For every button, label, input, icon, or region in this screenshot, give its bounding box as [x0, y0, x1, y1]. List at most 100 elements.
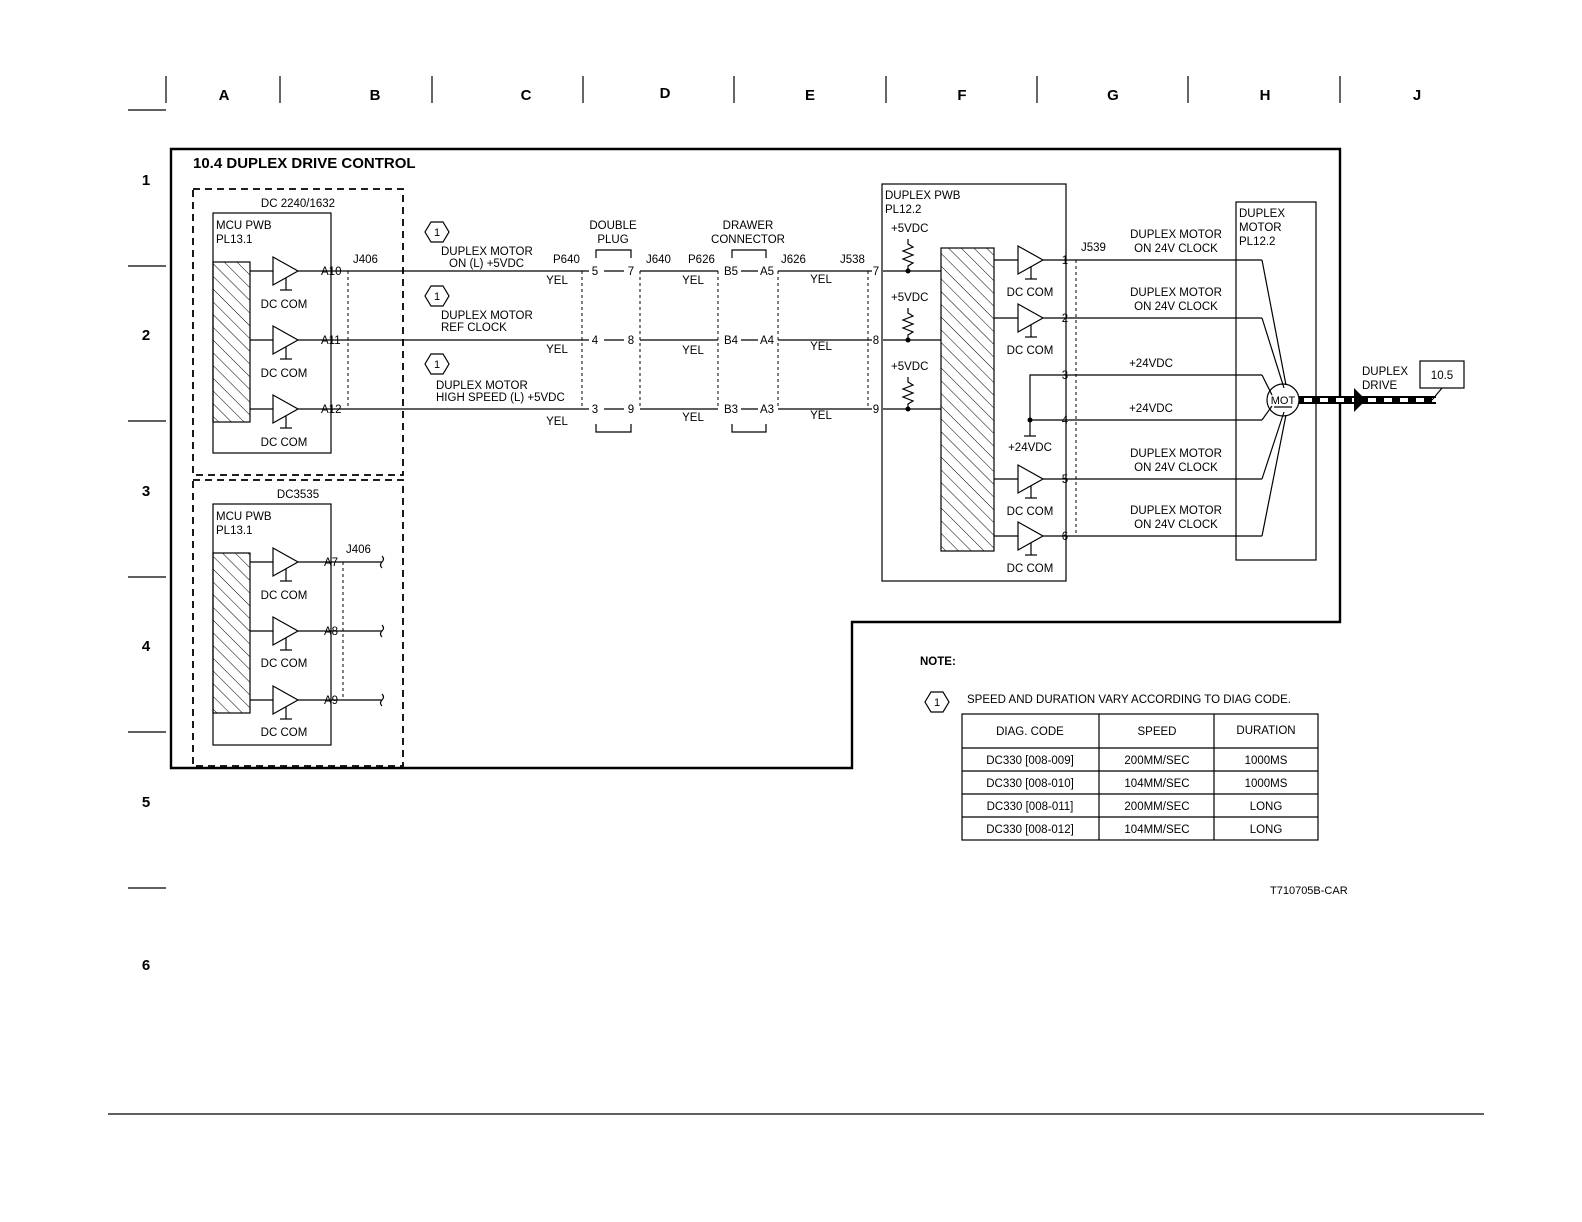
grid-col-a: A [219, 87, 230, 104]
grid-column-labels: A B C D E F G H J [219, 85, 1422, 104]
drawer-pin-a5: A5 [760, 266, 774, 278]
grid-frame [108, 76, 1484, 1115]
output-2-line1: DUPLEX MOTOR [1130, 287, 1222, 299]
buffer-upper-a10: DC COM A10 [250, 255, 348, 311]
pwb-logic-block [940, 247, 995, 552]
output-4-line1: +24VDC [1129, 403, 1173, 415]
buffer-upper-a11: DC COM A11 [250, 324, 348, 380]
supply-label: +24VDC [1008, 442, 1052, 454]
ground-label: DC COM [261, 299, 308, 311]
wire-color: YEL [546, 416, 568, 428]
pwb-24v-supply: +24VDC [1008, 374, 1076, 454]
pullup-label: +5VDC [891, 361, 928, 373]
motor-symbol-label: MOT [1271, 395, 1296, 407]
mcu-group-upper: DC 2240/1632 MCU PWB PL13.1 DC COM A10 D… [192, 188, 404, 476]
table-header-cell: DURATION [1236, 725, 1295, 737]
wire-color: YEL [810, 410, 832, 422]
double-plug-pin-7: 7 [628, 266, 634, 278]
section-border [169, 147, 1342, 770]
grid-row-4: 4 [142, 638, 151, 655]
wire-color: YEL [810, 274, 832, 286]
drive-label-line1: DUPLEX [1362, 366, 1408, 378]
duplex-drive-shaft: DUPLEX DRIVE 10.5 [1299, 360, 1465, 412]
note-marker: 1 [434, 359, 440, 371]
table-cell: 200MM/SEC [1124, 755, 1189, 767]
drawer-connector-label-1: DRAWER [723, 220, 774, 232]
signal-ref-line1: DUPLEX MOTOR [441, 310, 533, 322]
section-title: 10.4 DUPLEX DRIVE CONTROL [193, 155, 416, 172]
pwb-driver-2: DC COM [994, 302, 1053, 357]
note-marker: 1 [934, 697, 940, 709]
note-text: SPEED AND DURATION VARY ACCORDING TO DIA… [967, 694, 1291, 706]
buffer-lower-a9: DC COM A9 [250, 684, 385, 739]
grid-row-3: 3 [142, 483, 150, 500]
pin-a12: A12 [321, 404, 341, 416]
ground-label: DC COM [1007, 287, 1054, 299]
table-cell: DC330 [008-012] [986, 824, 1074, 836]
table-header: DIAG. CODE SPEED DURATION [996, 725, 1295, 738]
pwb-driver-6: DC COM [994, 520, 1053, 575]
pwb-out-pin-3: 3 [1062, 370, 1068, 382]
table-header-cell: SPEED [1138, 726, 1177, 738]
output-6-line1: DUPLEX MOTOR [1130, 505, 1222, 517]
pwb-in-pin-9: 9 [873, 404, 879, 416]
pwb-driver-1: DC COM [994, 244, 1054, 299]
pwb-out-pin-5: 5 [1062, 474, 1068, 486]
wire-color: YEL [682, 345, 704, 357]
pullup-label: +5VDC [891, 223, 928, 235]
pwb-out-pin-2: 2 [1062, 313, 1068, 325]
wire-color: YEL [682, 412, 704, 424]
double-plug-pin-4: 4 [592, 335, 599, 347]
connector-p640: P640 [553, 254, 580, 266]
table-cell: 1000MS [1245, 778, 1288, 790]
grid-row-1: 1 [142, 172, 150, 189]
note-hexagon-icon [924, 691, 950, 713]
grid-col-j: J [1413, 87, 1421, 104]
connector-j626: J626 [781, 254, 806, 266]
mcu-group-lower: DC3535 MCU PWB PL13.1 DC COM A7 DC COM A… [192, 479, 404, 767]
pin-a9: A9 [324, 695, 338, 707]
pullup-resistor-icon [901, 377, 915, 409]
duplex-pwb-pl-label: PL12.2 [885, 204, 921, 216]
table-header-cell: DIAG. CODE [996, 726, 1064, 738]
table-row: DC330 [008-012] 104MM/SEC LONG [986, 824, 1282, 836]
wire-color: YEL [546, 275, 568, 287]
wire-color-labels: YEL YEL YEL YEL YEL YEL YEL YEL YEL [546, 274, 832, 428]
table-cell: LONG [1250, 801, 1283, 813]
ground-label: DC COM [1007, 506, 1054, 518]
double-plug-pin-3: 3 [592, 404, 598, 416]
table-cell: 1000MS [1245, 755, 1288, 767]
mcu-lower-board-label: MCU PWB [216, 511, 272, 523]
mcu-upper-logic-block [212, 261, 251, 423]
double-plug-label-2: PLUG [597, 234, 628, 246]
table-cell: 104MM/SEC [1124, 824, 1189, 836]
drawer-pin-a4: A4 [760, 335, 775, 347]
grid-col-d: D [660, 85, 671, 102]
motor-label-line1: DUPLEX [1239, 208, 1285, 220]
pwb-out-pin-1: 1 [1062, 255, 1068, 267]
output-2-line2: ON 24V CLOCK [1134, 301, 1218, 313]
output-6-line2: ON 24V CLOCK [1134, 519, 1218, 531]
connector-p626: P626 [688, 254, 715, 266]
grid-col-f: F [957, 87, 966, 104]
mcu-lower-pl-label: PL13.1 [216, 525, 252, 537]
table-cell: LONG [1250, 824, 1283, 836]
drive-reference: 10.5 [1431, 370, 1453, 382]
double-plug-pin-9: 9 [628, 404, 634, 416]
wire-color: YEL [546, 344, 568, 356]
signal-hs-line1: DUPLEX MOTOR [436, 380, 528, 392]
buffer-lower-a8: DC COM A8 [250, 615, 385, 670]
grid-col-g: G [1107, 87, 1119, 104]
ground-label: DC COM [261, 727, 308, 739]
drawer-pin-a3: A3 [760, 404, 774, 416]
buffer-upper-a12: DC COM A12 [250, 393, 348, 449]
note-hexagon-icon [424, 353, 450, 375]
grid-row-2: 2 [142, 327, 150, 344]
connector-j406-upper: J406 [353, 254, 378, 266]
signal-label-ref-clock: 1 DUPLEX MOTOR REF CLOCK [424, 285, 533, 334]
mcu-upper-board-label: MCU PWB [216, 220, 272, 232]
mcu-lower-group-label: DC3535 [277, 489, 319, 501]
pwb-driver-5: DC COM [994, 463, 1054, 518]
output-wires [1076, 259, 1287, 537]
